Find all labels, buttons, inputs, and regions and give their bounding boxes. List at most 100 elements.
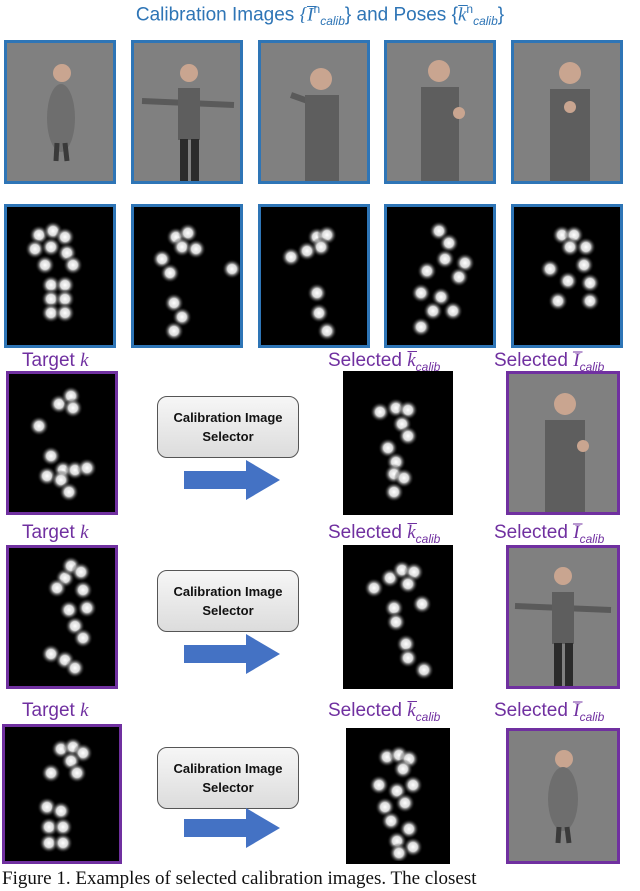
keypoint-blob — [63, 255, 83, 275]
keypoint-blob — [25, 239, 45, 259]
calibration-pose-4 — [384, 204, 496, 348]
keypoint-blob — [369, 775, 389, 795]
figure-title: Calibration Images {I̅ncalib} and Poses … — [135, 2, 505, 29]
target-label: Target k — [22, 350, 89, 371]
keypoint-blob — [222, 259, 240, 279]
keypoint-blob — [317, 321, 337, 341]
keypoint-blob — [39, 833, 59, 853]
calibration-pose-1 — [4, 204, 116, 348]
keypoint-blob — [403, 775, 423, 795]
keypoint-blob — [41, 237, 61, 257]
pose-heatmap — [364, 560, 434, 680]
keypoint-blob — [41, 763, 61, 783]
target-label: Target k — [22, 522, 89, 543]
keypoint-blob — [160, 263, 180, 283]
keypoint-blob — [63, 398, 83, 418]
keypoint-blob — [398, 574, 418, 594]
keypoint-blob — [540, 259, 560, 279]
keypoint-blob — [73, 580, 93, 600]
keypoint-blob — [443, 301, 463, 321]
keypoint-blob — [576, 237, 596, 257]
keypoint-blob — [435, 249, 455, 269]
target-pose — [6, 545, 118, 689]
keypoint-blob — [67, 763, 87, 783]
keypoint-blob — [386, 612, 406, 632]
keypoint-blob — [580, 273, 600, 293]
keypoint-blob — [449, 267, 469, 287]
keypoint-blob — [574, 255, 594, 275]
calibration-image-3 — [258, 40, 370, 184]
pose-heatmap — [25, 221, 83, 323]
keypoint-blob — [41, 303, 61, 323]
keypoint-blob — [29, 416, 49, 436]
selected-k-label: Selected k̅calib — [328, 350, 441, 374]
keypoint-blob — [370, 402, 390, 422]
selected-calibration-pose — [346, 728, 450, 864]
keypoint-blob — [393, 759, 413, 779]
keypoint-blob — [389, 843, 409, 861]
calibration-pose-5 — [511, 204, 623, 348]
keypoint-blob — [412, 594, 432, 614]
target-label: Target k — [22, 700, 89, 721]
keypoint-blob — [186, 239, 206, 259]
pose-heatmap — [411, 221, 475, 337]
keypoint-blob — [55, 275, 75, 295]
keypoint-blob — [41, 289, 61, 309]
selected-calibration-image — [506, 728, 620, 864]
selected-i-label: Selected I̅calib — [494, 350, 605, 374]
keypoint-blob — [394, 468, 414, 488]
keypoint-blob — [53, 833, 73, 853]
keypoint-blob — [55, 227, 75, 247]
keypoint-blob — [77, 598, 97, 618]
selected-k-label: Selected k̅calib — [328, 700, 441, 724]
keypoint-blob — [55, 303, 75, 323]
keypoint-blob — [65, 658, 85, 678]
pose-heatmap — [369, 745, 423, 861]
calibration-image-4 — [384, 40, 496, 184]
keypoint-blob — [35, 255, 55, 275]
calibration-pose-3 — [258, 204, 370, 348]
keypoint-blob — [297, 241, 317, 261]
keypoint-blob — [307, 283, 327, 303]
keypoint-blob — [53, 817, 73, 837]
keypoint-blob — [414, 660, 434, 680]
keypoint-blob — [309, 303, 329, 323]
calibration-image-1 — [4, 40, 116, 184]
keypoint-blob — [51, 801, 71, 821]
arrow-icon — [184, 460, 280, 500]
keypoint-blob — [164, 321, 184, 341]
pose-heatmap — [370, 398, 418, 502]
keypoint-blob — [59, 600, 79, 620]
keypoint-blob — [398, 648, 418, 668]
keypoint-blob — [558, 271, 578, 291]
keypoint-blob — [439, 233, 459, 253]
selected-calibration-pose — [343, 545, 453, 689]
pose-heatmap — [281, 225, 337, 341]
keypoint-blob — [381, 811, 401, 831]
keypoint-blob — [580, 291, 600, 311]
pose-heatmap — [152, 223, 240, 341]
keypoint-blob — [395, 793, 415, 813]
selected-calibration-pose — [343, 371, 453, 515]
selected-k-label: Selected k̅calib — [328, 522, 441, 546]
keypoint-blob — [77, 458, 97, 478]
pose-heatmap — [29, 386, 97, 502]
pose-heatmap — [37, 737, 93, 853]
keypoint-blob — [47, 578, 67, 598]
keypoint-blob — [73, 628, 93, 648]
keypoint-blob — [59, 482, 79, 502]
calibration-pose-2 — [131, 204, 243, 348]
pose-heatmap — [540, 225, 600, 311]
arrow-icon — [184, 634, 280, 674]
selected-calibration-image — [506, 545, 620, 689]
keypoint-blob — [417, 261, 437, 281]
pose-heatmap — [41, 556, 97, 678]
target-pose — [2, 724, 122, 864]
figure-caption: Figure 1. Examples of selected calibrati… — [2, 868, 477, 889]
keypoint-blob — [560, 237, 580, 257]
calibration-image-5 — [511, 40, 623, 184]
selected-i-label: Selected I̅calib — [494, 522, 605, 546]
